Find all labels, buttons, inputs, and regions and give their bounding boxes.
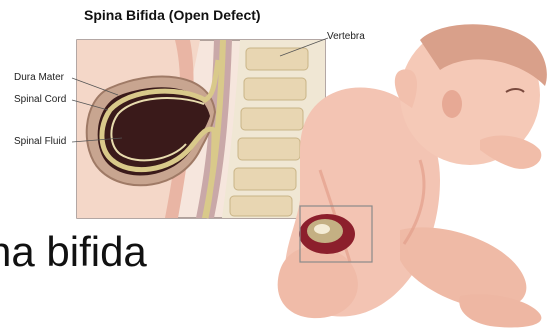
- label-dura-mater: Dura Mater: [14, 72, 64, 83]
- slide-caption: na bifida: [0, 228, 190, 276]
- lesion: [299, 214, 355, 254]
- label-spinal-cord: Spinal Cord: [14, 94, 66, 105]
- diagram-title: Spina Bifida (Open Defect): [84, 7, 261, 23]
- label-spinal-fluid: Spinal Fluid: [14, 136, 66, 147]
- label-vertebra: Vertebra: [327, 31, 365, 42]
- cross-section-inset: [72, 38, 328, 218]
